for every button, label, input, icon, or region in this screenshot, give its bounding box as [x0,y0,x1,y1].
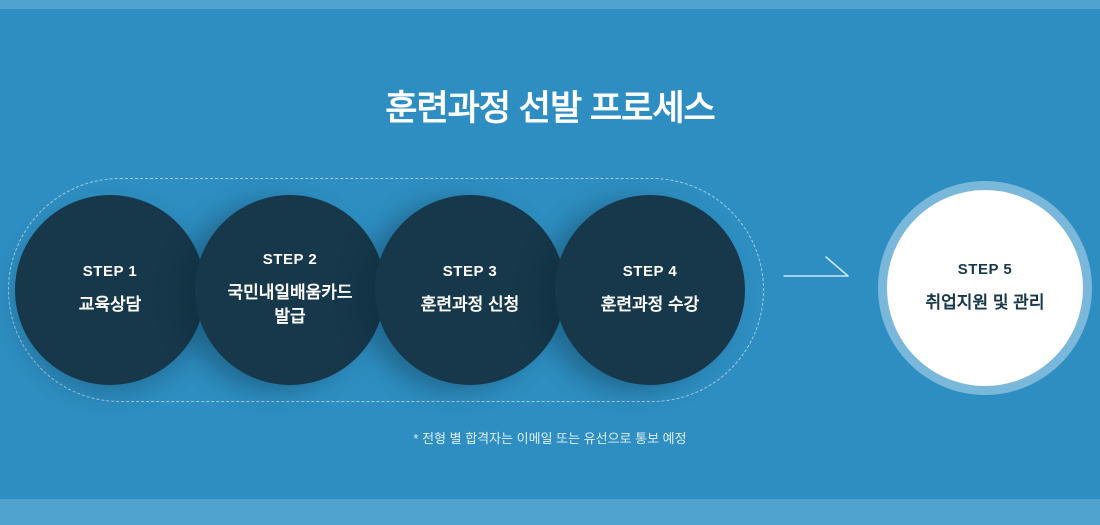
step-circle-5: STEP 5 취업지원 및 관리 [878,181,1092,395]
step-circle-1: STEP 1 교육상담 [15,195,205,385]
page-title: 훈련과정 선발 프로세스 [385,89,715,128]
steps-group-outline [8,178,764,402]
step-4-text: 훈련과정 수강 [600,295,700,315]
step-5-text: 취업지원 및 관리 [925,293,1045,313]
step-1-label: STEP 1 [82,263,138,281]
top-accent-band [0,0,1100,9]
step-circle-2: STEP 2 국민내일배움카드 발급 [195,195,385,385]
step-1-text: 교육상담 [78,295,142,315]
step-3-label: STEP 3 [442,263,498,281]
footnote: * 전형 별 합격자는 이메일 또는 유선으로 통보 예정 [413,431,687,446]
arrow-right-icon [782,252,854,284]
step-circle-3: STEP 3 훈련과정 신청 [375,195,565,385]
step-4-label: STEP 4 [622,263,678,281]
step-2-label: STEP 2 [262,251,318,269]
step-circle-4: STEP 4 훈련과정 수강 [555,195,745,385]
step-2-text: 국민내일배움카드 발급 [227,283,353,326]
bottom-accent-band [0,499,1100,525]
step-3-text: 훈련과정 신청 [420,295,520,315]
step-5-label: STEP 5 [957,261,1013,279]
